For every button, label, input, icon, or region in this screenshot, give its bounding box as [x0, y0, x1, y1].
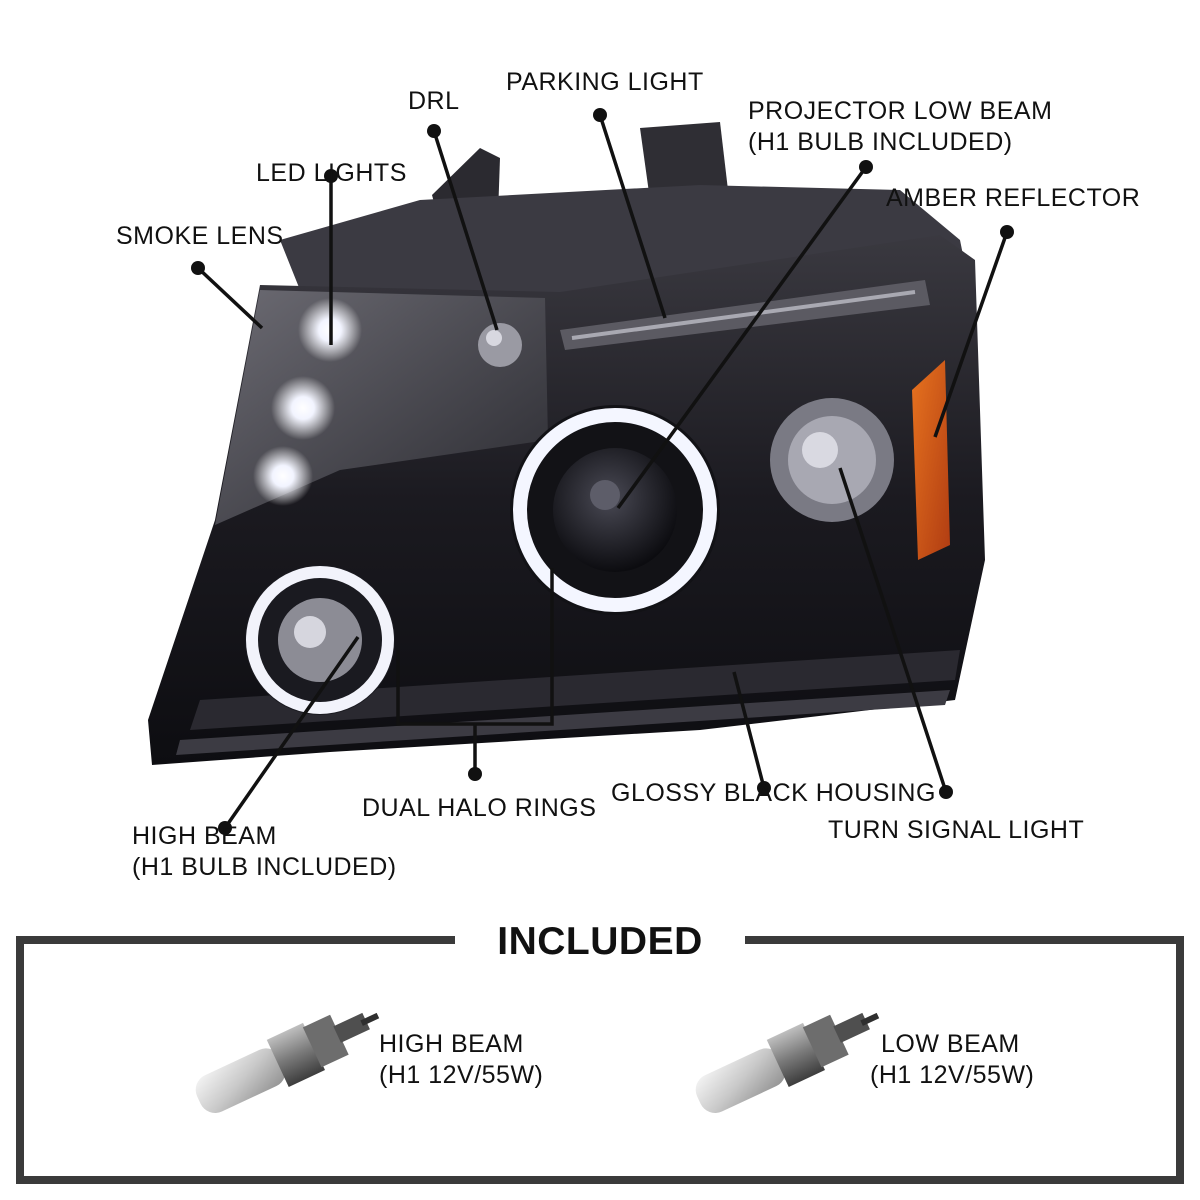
drl-bulb	[478, 323, 522, 367]
parking-light-strip	[571, 290, 916, 340]
included-item-spec: (H1 12V/55W)	[870, 1061, 1035, 1089]
callout-lines	[196, 114, 1009, 830]
included-item-low-beam: LOW BEAM (H1 12V/55W)	[870, 1029, 1034, 1091]
included-item-name: LOW BEAM	[881, 1030, 1020, 1058]
projector-low-beam-line-1: PROJECTOR LOW BEAM	[748, 97, 1053, 125]
amber-reflector-shape	[912, 360, 950, 560]
headlight-assembly	[148, 122, 985, 765]
high-beam-label: HIGH BEAM (H1 BULB INCLUDED)	[132, 821, 397, 883]
top-mount-tab	[640, 122, 728, 200]
projector-low-beam-label: PROJECTOR LOW BEAM (H1 BULB INCLUDED)	[748, 96, 1052, 158]
led-light-2	[271, 376, 335, 440]
included-item-high-beam: HIGH BEAM (H1 12V/55W)	[379, 1029, 543, 1091]
low-beam-halo-ring	[513, 408, 717, 612]
low-beam-bulb-icon	[695, 1012, 880, 1114]
led-lights-label: LED LIGHTS	[256, 159, 407, 187]
led-light-3	[253, 446, 313, 506]
smoke-lens-label: SMOKE LENS	[116, 222, 284, 250]
glossy-black-housing-label: GLOSSY BLACK HOUSING	[611, 779, 936, 807]
high-beam-halo-ring	[246, 566, 394, 714]
high-beam-line-1: HIGH BEAM	[132, 822, 277, 850]
included-item-name: HIGH BEAM	[379, 1030, 524, 1058]
parking-light-label: PARKING LIGHT	[506, 68, 704, 96]
projector-low-beam-line-2: (H1 BULB INCLUDED)	[748, 128, 1013, 156]
included-item-spec: (H1 12V/55W)	[379, 1061, 544, 1089]
included-title: INCLUDED	[497, 920, 703, 963]
turn-signal-light-label: TURN SIGNAL LIGHT	[828, 816, 1085, 844]
callout-dots	[191, 108, 1014, 835]
dual-halo-rings-label: DUAL HALO RINGS	[362, 794, 597, 822]
high-beam-bulb-icon	[195, 1012, 380, 1114]
amber-reflector-label: AMBER REFLECTOR	[886, 184, 1141, 212]
drl-label: DRL	[408, 87, 460, 115]
included-frame	[16, 936, 1184, 1184]
high-beam-line-2: (H1 BULB INCLUDED)	[132, 853, 397, 881]
